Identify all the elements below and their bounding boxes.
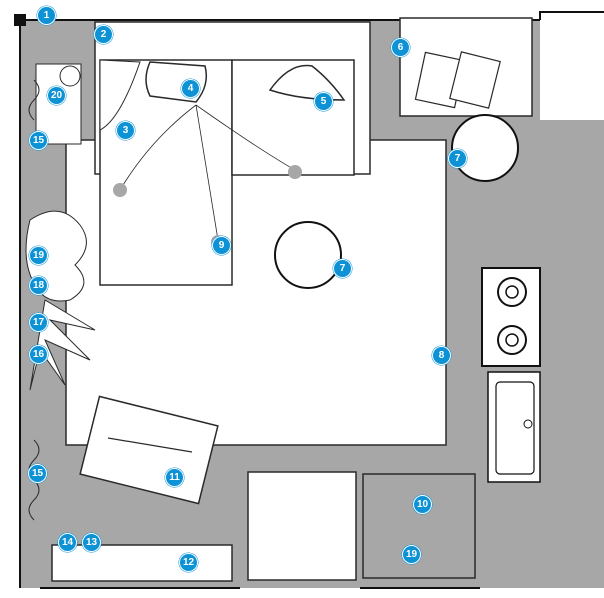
marker-13: 13 xyxy=(82,533,101,552)
marker-10: 10 xyxy=(413,495,432,514)
marker-15-top: 15 xyxy=(29,131,48,150)
marker-18: 18 xyxy=(29,276,48,295)
marker-2: 2 xyxy=(94,25,113,44)
marker-8: 8 xyxy=(432,346,451,365)
marker-7-ottoman-center: 7 xyxy=(333,259,352,278)
marker-14: 14 xyxy=(58,533,77,552)
walls xyxy=(19,11,604,589)
sink xyxy=(487,371,541,483)
marker-19-cabinet: 19 xyxy=(402,545,421,564)
marker-6: 6 xyxy=(391,38,410,57)
marker-12: 12 xyxy=(179,553,198,572)
marker-19-plant: 19 xyxy=(29,246,48,265)
marker-15-bottom: 15 xyxy=(28,464,47,483)
book-2 xyxy=(449,51,501,109)
marker-7-ottoman-top: 7 xyxy=(448,149,467,168)
marker-5: 5 xyxy=(314,92,333,111)
bed xyxy=(94,21,371,286)
ottoman-center xyxy=(274,221,342,289)
marker-1: 1 xyxy=(37,6,56,25)
marker-20: 20 xyxy=(47,86,66,105)
cabinet-right xyxy=(362,473,476,579)
bench xyxy=(51,544,233,582)
marker-16: 16 xyxy=(29,345,48,364)
cabinet-left xyxy=(247,471,357,581)
lamp-base xyxy=(59,65,81,87)
ottoman-top xyxy=(451,114,519,182)
wall-corner xyxy=(14,14,26,26)
marker-11: 11 xyxy=(165,468,184,487)
stove xyxy=(481,267,541,367)
marker-9: 9 xyxy=(212,236,231,255)
marker-3: 3 xyxy=(116,121,135,140)
marker-4: 4 xyxy=(181,79,200,98)
marker-17: 17 xyxy=(29,313,48,332)
